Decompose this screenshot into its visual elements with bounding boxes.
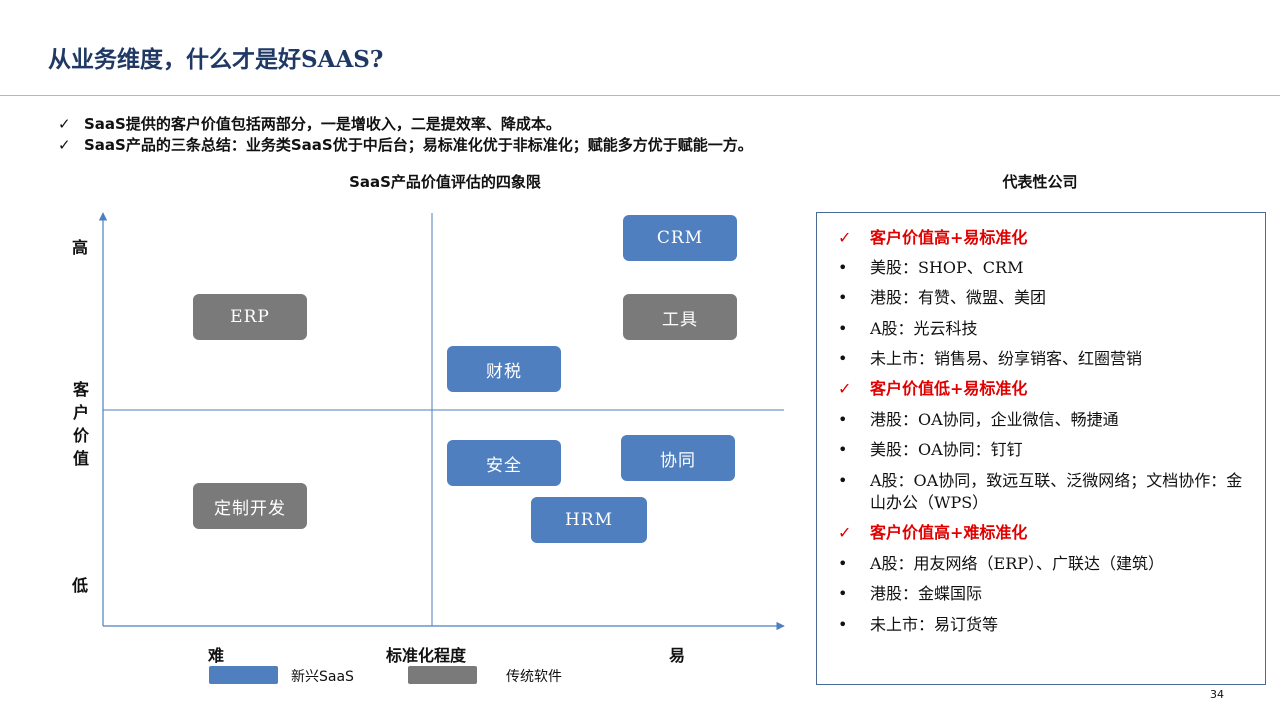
summary-bullet: ✓ SaaS提供的客户价值包括两部分，一是增收入，二是提效率、降成本。 xyxy=(58,114,753,135)
bullet-icon: • xyxy=(838,410,848,429)
check-icon: ✓ xyxy=(58,115,71,133)
summary-bullet: ✓ SaaS产品的三条总结：业务类SaaS优于中后台；易标准化优于非标准化；赋能多… xyxy=(58,135,753,156)
y-axis-label: 客户价值 xyxy=(72,380,89,468)
box-tools: 工具 xyxy=(623,294,737,340)
list-item: • 美股：OA协同：钉钉 xyxy=(838,439,1258,461)
check-icon: ✓ xyxy=(58,136,71,154)
list-item: • 未上市：销售易、纷享销客、红圈营销 xyxy=(838,348,1258,370)
box-custom-dev: 定制开发 xyxy=(193,483,307,529)
x-axis-right-label: 易 xyxy=(669,646,686,665)
summary-bullet-text: SaaS产品的三条总结：业务类SaaS优于中后台；易标准化优于非标准化；赋能多方… xyxy=(84,136,753,154)
list-item: • A股：OA协同，致远互联、泛微网络；文档协作：金山办公（WPS） xyxy=(838,470,1258,514)
legend-traditional-swatch xyxy=(408,666,477,684)
companies-heading: ✓ 客户价值高+易标准化 xyxy=(838,227,1258,249)
legend-saas-label: 新兴SaaS xyxy=(291,669,354,685)
list-item-text: 港股：金蝶国际 xyxy=(870,584,983,603)
list-item: • 港股：金蝶国际 xyxy=(838,583,1258,605)
quadrant-title: SaaS产品价值评估的四象限 xyxy=(349,173,541,191)
x-axis-label: 标准化程度 xyxy=(386,646,467,665)
y-axis-high-label: 高 xyxy=(72,238,89,257)
bullet-icon: • xyxy=(838,349,848,368)
bullet-icon: • xyxy=(838,288,848,307)
summary-bullet-text: SaaS提供的客户价值包括两部分，一是增收入，二是提效率、降成本。 xyxy=(84,115,561,133)
list-item-text: A股：光云科技 xyxy=(870,319,978,338)
list-item-text: 未上市：易订货等 xyxy=(870,615,999,634)
summary-bullets: ✓ SaaS提供的客户价值包括两部分，一是增收入，二是提效率、降成本。 ✓ SaaS… xyxy=(58,114,753,156)
legend-saas-swatch xyxy=(209,666,278,684)
bullet-icon: • xyxy=(838,440,848,459)
box-collab: 协同 xyxy=(621,435,735,481)
list-item: • 港股：OA协同，企业微信、畅捷通 xyxy=(838,409,1258,431)
check-icon: ✓ xyxy=(838,228,852,247)
box-hrm: HRM xyxy=(531,497,647,543)
list-item-text: 未上市：销售易、纷享销客、红圈营销 xyxy=(870,349,1143,368)
list-item-text: 港股：OA协同，企业微信、畅捷通 xyxy=(870,410,1119,429)
bullet-icon: • xyxy=(838,615,848,634)
box-security: 安全 xyxy=(447,440,561,486)
box-tax: 财税 xyxy=(447,346,561,392)
list-item: • A股：光云科技 xyxy=(838,318,1258,340)
x-axis-left-label: 难 xyxy=(208,646,225,665)
companies-title: 代表性公司 xyxy=(1002,173,1078,191)
check-icon: ✓ xyxy=(838,523,852,542)
y-axis-low-label: 低 xyxy=(72,576,89,595)
list-item: • A股：用友网络（ERP）、广联达（建筑） xyxy=(838,553,1258,575)
companies-heading-text: 客户价值低+易标准化 xyxy=(870,379,1028,398)
bullet-icon: • xyxy=(838,584,848,603)
list-item-text: A股：OA协同，致远互联、泛微网络；文档协作：金山办公（WPS） xyxy=(870,471,1243,512)
title-divider xyxy=(0,95,1280,96)
bullet-icon: • xyxy=(838,471,848,490)
bullet-icon: • xyxy=(838,554,848,573)
companies-heading-text: 客户价值高+易标准化 xyxy=(870,228,1028,247)
legend-traditional-label: 传统软件 xyxy=(506,669,562,685)
check-icon: ✓ xyxy=(838,379,852,398)
list-item-text: 美股：SHOP、CRM xyxy=(870,258,1024,277)
bullet-icon: • xyxy=(838,319,848,338)
list-item-text: 港股：有赞、微盟、美团 xyxy=(870,288,1047,307)
companies-heading-text: 客户价值高+难标准化 xyxy=(870,523,1028,542)
companies-heading: ✓ 客户价值低+易标准化 xyxy=(838,378,1258,400)
page-title: 从业务维度，什么才是好SAAS? xyxy=(48,46,384,73)
companies-panel xyxy=(816,212,1266,685)
page-number: 34 xyxy=(1210,688,1224,701)
box-crm: CRM xyxy=(623,215,737,261)
list-item-text: 美股：OA协同：钉钉 xyxy=(870,440,1023,459)
list-item: • 未上市：易订货等 xyxy=(838,614,1258,636)
list-item: • 美股：SHOP、CRM xyxy=(838,257,1258,279)
companies-heading: ✓ 客户价值高+难标准化 xyxy=(838,522,1258,544)
bullet-icon: • xyxy=(838,258,848,277)
list-item: • 港股：有赞、微盟、美团 xyxy=(838,287,1258,309)
list-item-text: A股：用友网络（ERP）、广联达（建筑） xyxy=(870,554,1165,573)
box-erp: ERP xyxy=(193,294,307,340)
